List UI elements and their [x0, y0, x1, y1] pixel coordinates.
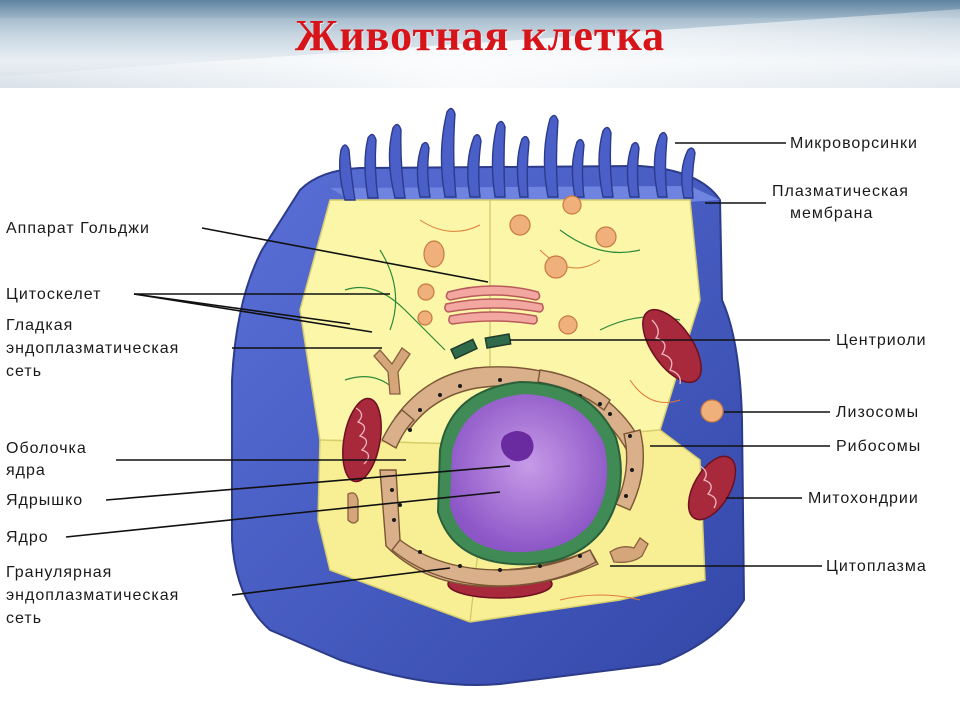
label-nucleolus: Ядрышко [6, 492, 83, 509]
label-nuclear-envelope-1: Оболочка [6, 440, 87, 457]
nucleolus [501, 431, 534, 462]
label-rough-er-2: эндоплазматическая [6, 587, 179, 604]
animal-cell-diagram: Микроворсинки Плазматическая мембрана Ап… [6, 107, 927, 686]
diagram-labels: Микроворсинки Плазматическая мембрана Ап… [6, 135, 927, 627]
label-plasma-membrane-1: Плазматическая [772, 183, 909, 200]
label-smooth-er-2: эндоплазматическая [6, 340, 179, 357]
rough-er [379, 366, 644, 588]
centrioles [450, 333, 512, 360]
label-golgi: Аппарат Гольджи [6, 220, 150, 237]
label-centrioles: Центриоли [836, 332, 927, 349]
thin-filaments [419, 219, 681, 601]
header-band [0, 0, 960, 18]
label-rough-er-3: сеть [6, 610, 42, 627]
label-smooth-er-1: Гладкая [6, 317, 73, 334]
label-lysosomes: Лизосомы [836, 404, 919, 421]
label-mitochondria: Митохондрии [808, 490, 919, 507]
label-nuclear-envelope-2: ядра [6, 462, 46, 479]
label-plasma-membrane-2: мембрана [790, 205, 873, 222]
label-rough-er-1: Гранулярная [6, 564, 112, 581]
microvilli [338, 107, 696, 201]
slide-header [0, 0, 960, 88]
label-smooth-er-3: сеть [6, 363, 42, 380]
smooth-er [347, 347, 649, 564]
label-nucleus: Ядро [6, 529, 49, 546]
page-title: Животная клетка [294, 11, 666, 60]
leader-lines [65, 142, 830, 596]
label-cytoplasm: Цитоплазма [826, 558, 927, 575]
label-ribosomes: Рибосомы [836, 438, 921, 455]
nucleoplasm [450, 394, 608, 553]
label-cytoskeleton: Цитоскелет [6, 286, 101, 303]
nucleus [436, 380, 622, 566]
lysosomes [417, 195, 724, 423]
golgi-apparatus [444, 285, 544, 325]
ribosomes [390, 378, 634, 572]
label-microvilli: Микроворсинки [790, 135, 918, 152]
